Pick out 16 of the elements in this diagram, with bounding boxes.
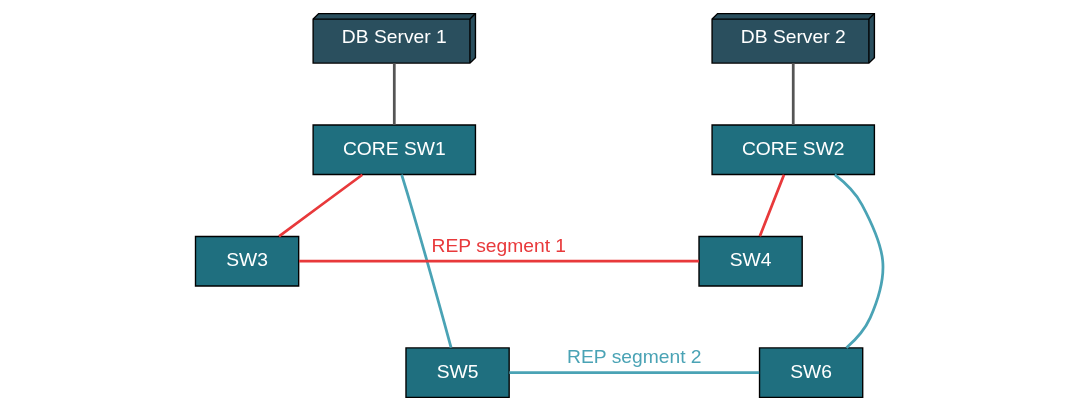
connector [392,63,396,125]
node-box: SW5 [404,347,510,399]
node-box: CORE SW2 [710,124,875,176]
edge-label: REP segment 1 [431,234,566,256]
connector [277,173,363,238]
connector [833,173,884,349]
connector [508,371,759,375]
node-box: SW6 [758,347,863,399]
node-box: CORE SW1 [311,124,476,176]
connector [758,174,785,237]
node-box: SW4 [697,235,803,287]
connector [791,63,795,125]
connector [399,174,452,348]
connector [298,259,699,263]
node-box: SW3 [194,235,299,287]
edge-label: REP segment 2 [566,346,702,368]
